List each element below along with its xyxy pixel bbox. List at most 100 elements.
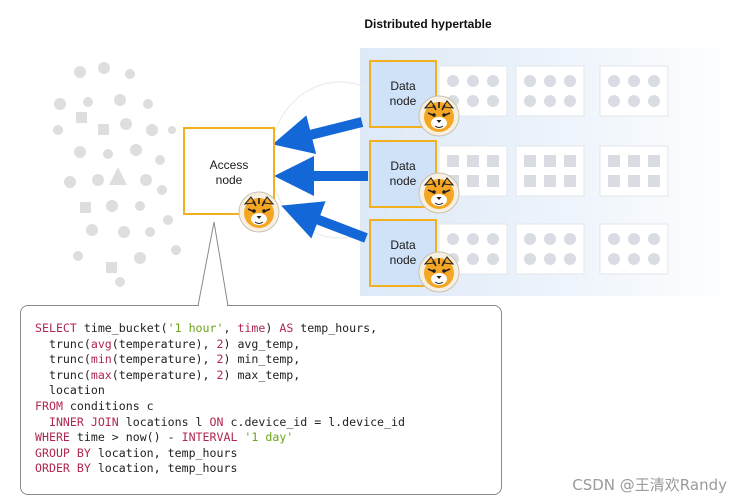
decorative-shape (130, 144, 142, 156)
decorative-shape (106, 200, 118, 212)
code-token: ORDER BY (35, 461, 91, 476)
chunk-dot (628, 175, 640, 187)
decorative-shape (155, 155, 165, 165)
chunk-dot (608, 75, 620, 87)
code-token: max (90, 367, 112, 382)
code-token: 2 (216, 367, 224, 382)
code-token: (temperature), (111, 352, 217, 367)
chunk-dot (487, 253, 499, 265)
code-line: SELECT time_bucket('1 hour', time) AS te… (35, 321, 487, 337)
chunk-dot (447, 75, 459, 87)
chunk-dot (544, 155, 556, 167)
decorative-shape (168, 126, 176, 134)
data-node-3-label-line2: node (390, 253, 417, 267)
chunk-dot (544, 253, 556, 265)
chunk-dot (648, 253, 660, 265)
code-token: ) max_temp, (223, 367, 301, 382)
access-node-label-line1: Access (210, 158, 249, 172)
tiger-logo-icon (418, 251, 460, 293)
decorative-shape (171, 245, 181, 255)
arrows (272, 115, 368, 243)
chunk-dot (628, 95, 640, 107)
code-token: trunc( (35, 367, 91, 382)
code-token: location (35, 383, 105, 398)
chunk-dot (608, 175, 620, 187)
decorative-shape (118, 226, 130, 238)
chunk-dot (524, 175, 536, 187)
chunk-dot (524, 155, 536, 167)
chunk-dot (467, 155, 479, 167)
decorative-shape (103, 149, 113, 159)
decorative-shape (120, 118, 132, 130)
decorative-shape (64, 176, 76, 188)
decorative-shape (114, 94, 126, 106)
chunk-dot (564, 95, 576, 107)
decorative-shape (76, 112, 87, 123)
data-node-2-label-line2: node (390, 174, 417, 188)
code-token: (temperature), (111, 336, 217, 351)
tiger-logo-icon (238, 191, 280, 233)
code-token: INNER JOIN (48, 414, 119, 429)
chunk-dot (544, 175, 556, 187)
code-line: INNER JOIN locations l ON c.device_id = … (35, 415, 487, 431)
chunk-dot (467, 253, 479, 265)
chunk-dot (628, 75, 640, 87)
chunk-card (599, 223, 669, 275)
decorative-shape (83, 97, 93, 107)
code-token: locations l (118, 414, 210, 429)
tiger-logo-icon (418, 172, 460, 214)
arrow-from-data-node-3 (281, 201, 368, 243)
decorative-shape (106, 262, 117, 273)
code-token: location, temp_hours (90, 461, 238, 476)
chunk-dot (487, 233, 499, 245)
callout-pointer (197, 221, 229, 307)
decorative-shape (157, 185, 167, 195)
code-token: , (223, 321, 238, 335)
decorative-shape (74, 66, 86, 78)
decorative-shape (54, 98, 66, 110)
code-line: ORDER BY location, temp_hours (35, 461, 487, 477)
decorative-shape (134, 252, 146, 264)
code-token: conditions c (62, 398, 154, 413)
code-token: ) avg_temp, (223, 336, 301, 351)
chunk-dot (648, 175, 660, 187)
callout-seam (199, 303, 227, 307)
code-token: ) min_temp, (223, 352, 301, 367)
chunk-dot (648, 155, 660, 167)
chunk-dot (608, 95, 620, 107)
code-token: min (90, 352, 112, 367)
chunk-card (515, 65, 585, 117)
chunk-card (515, 145, 585, 197)
chunk-dot (648, 95, 660, 107)
code-token: '1 hour' (167, 321, 224, 335)
chunk-dot (524, 233, 536, 245)
code-token: time > now() - (69, 430, 182, 445)
code-token: INTERVAL (181, 430, 238, 445)
chunk-dot (628, 155, 640, 167)
decorative-shape (115, 277, 125, 287)
chunk-dot (608, 233, 620, 245)
code-token: location, temp_hours (90, 445, 238, 460)
code-token: FROM (35, 398, 63, 413)
sql-query-callout: SELECT time_bucket('1 hour', time) AS te… (20, 305, 502, 495)
code-token: c.device_id = l.device_id (223, 414, 405, 429)
chunk-dot (487, 75, 499, 87)
chunk-dot (467, 95, 479, 107)
decorative-shape (80, 202, 91, 213)
chunk-dot (447, 155, 459, 167)
chunk-dot (487, 155, 499, 167)
code-line: trunc(avg(temperature), 2) avg_temp, (35, 337, 487, 353)
code-token: AS (279, 321, 294, 335)
code-token: 2 (216, 352, 224, 367)
chunk-dot (648, 233, 660, 245)
decorative-shape (98, 124, 109, 135)
code-line: location (35, 383, 487, 399)
chunk-card (599, 145, 669, 197)
decorative-shape (86, 224, 98, 236)
code-token: trunc( (35, 336, 91, 351)
chunk-dot (447, 233, 459, 245)
arrow-from-data-node-1 (272, 115, 364, 155)
code-token: time (237, 321, 266, 335)
code-line: trunc(max(temperature), 2) max_temp, (35, 368, 487, 384)
decorative-shape (163, 215, 173, 225)
